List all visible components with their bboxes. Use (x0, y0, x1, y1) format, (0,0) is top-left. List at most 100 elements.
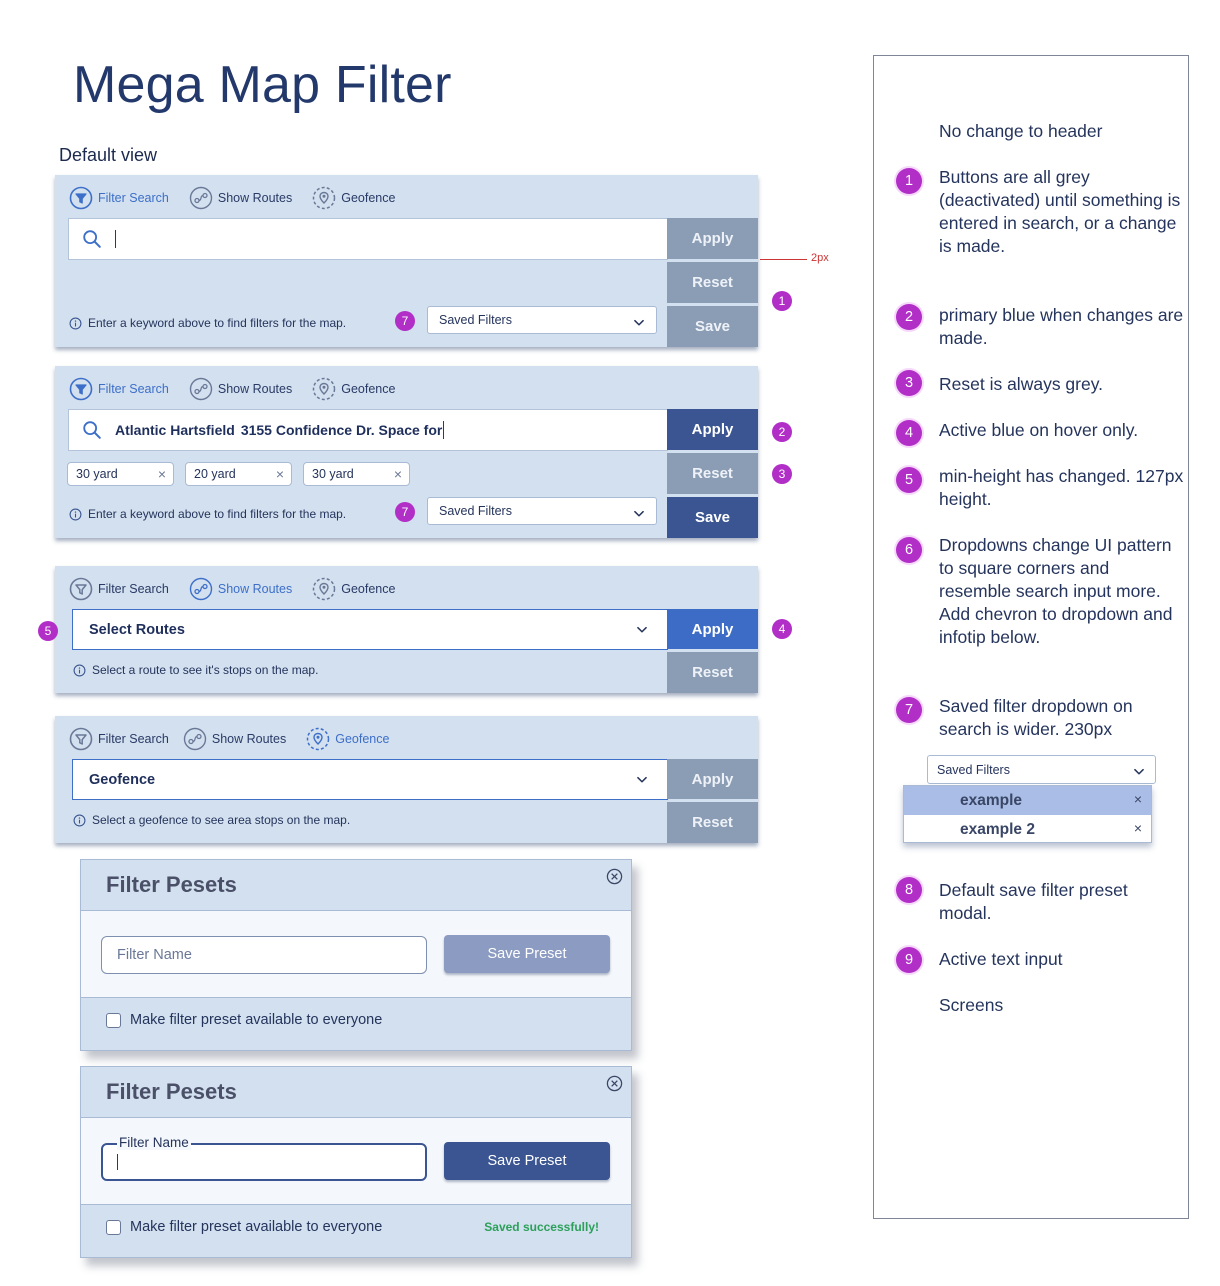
reset-button[interactable]: Reset (667, 453, 758, 494)
tab-filter-search[interactable]: Filter Search (69, 186, 169, 210)
save-preset-button[interactable]: Save Preset (444, 935, 610, 973)
tab-show-routes-label: Show Routes (211, 732, 287, 746)
close-circle-icon[interactable] (606, 868, 623, 885)
apply-button[interactable]: Apply (667, 609, 758, 649)
close-icon[interactable]: × (157, 466, 166, 482)
annotation-badge-4: 4 (772, 619, 792, 639)
share-checkbox-label: Make filter preset available to everyone (130, 1219, 383, 1235)
tab-geofence[interactable]: Geofence (312, 577, 395, 601)
saved-filters-list: example × example 2 × (903, 785, 1152, 843)
info-tip: Select a route to see it's stops on the … (73, 663, 318, 677)
info-tip: Enter a keyword above to find filters fo… (69, 507, 346, 521)
saved-filters-dropdown[interactable]: Saved Filters (427, 306, 657, 334)
geofence-select[interactable]: Geofence (72, 759, 668, 800)
info-icon (69, 508, 82, 521)
filter-chip[interactable]: 30 yard × (303, 462, 410, 486)
reset-button[interactable]: Reset (667, 802, 758, 843)
page-title: Mega Map Filter (73, 56, 452, 114)
list-item-label: example 2 (960, 820, 1035, 838)
note-3: Reset is always grey. (939, 374, 1104, 394)
reset-button[interactable]: Reset (667, 652, 758, 693)
notes-panel: No change to header 1 Buttons are all gr… (873, 55, 1189, 1219)
tab-geofence[interactable]: Geofence (312, 377, 395, 401)
note-badge-1: 1 (896, 168, 922, 194)
list-item-label: example (960, 791, 1023, 809)
close-icon[interactable]: × (1133, 820, 1142, 836)
tab-geofence-label: Geofence (341, 191, 396, 205)
info-tip-text: Enter a keyword above to find filters fo… (88, 316, 347, 330)
apply-button[interactable]: Apply (667, 759, 758, 799)
share-checkbox[interactable] (106, 1219, 121, 1235)
save-preset-button[interactable]: Save Preset (444, 1142, 610, 1180)
tab-show-routes-label: Show Routes (217, 382, 293, 396)
saved-filters-dropdown-example[interactable]: Saved Filters (927, 755, 1156, 784)
filter-panel-default: Filter Search Show Routes Geofence Apply… (55, 175, 758, 347)
saved-filters-label: Saved Filters (937, 762, 1010, 777)
tab-show-routes[interactable]: Show Routes (189, 186, 292, 210)
annotation-badge-2: 2 (772, 422, 792, 442)
share-checkbox-row[interactable]: Make filter preset available to everyone (106, 1012, 382, 1028)
tab-filter-search[interactable]: Filter Search (69, 727, 169, 751)
tab-filter-search[interactable]: Filter Search (69, 577, 169, 601)
share-checkbox-row[interactable]: Make filter preset available to everyone (106, 1219, 382, 1235)
note-8: Default save filter preset modal. (939, 880, 1128, 923)
geofence-pin-icon (312, 377, 336, 401)
filter-panel-changed: Filter Search Show Routes Geofence Atlan… (55, 366, 758, 538)
filter-funnel-icon (69, 727, 93, 751)
reset-button[interactable]: Reset (667, 262, 758, 303)
apply-button[interactable]: Apply (667, 218, 758, 259)
filter-preset-modal-active: Filter Pesets Filter Name Save Preset Ma… (80, 1066, 632, 1258)
annotation-badge-5: 5 (38, 621, 58, 641)
close-icon[interactable]: × (275, 466, 284, 482)
geofence-pin-icon (306, 727, 330, 751)
routes-icon (189, 186, 213, 210)
close-circle-icon[interactable] (606, 1075, 623, 1092)
info-icon (73, 814, 86, 827)
share-checkbox[interactable] (106, 1012, 121, 1028)
search-icon (81, 419, 103, 441)
routes-select[interactable]: Select Routes (72, 609, 668, 650)
search-input[interactable]: Atlantic Hartsfield 3155 Confidence Dr. … (68, 409, 668, 451)
note-badge-9: 9 (896, 947, 922, 973)
filter-name-placeholder: Filter Name (117, 947, 192, 963)
tab-show-routes-label: Show Routes (217, 582, 293, 596)
tab-geofence[interactable]: Geofence (306, 727, 389, 751)
note-5: min-height has changed. 127px height. (939, 466, 1184, 509)
list-item[interactable]: example 2 × (904, 815, 1151, 844)
apply-button[interactable]: Apply (667, 409, 758, 450)
filter-chip-label: 30 yard (76, 467, 118, 481)
chevron-down-icon (635, 773, 649, 787)
filter-preset-modal-default: Filter Pesets Filter Name Save Preset Ma… (80, 859, 632, 1051)
filter-name-input[interactable]: Filter Name (101, 936, 427, 974)
search-input[interactable] (68, 218, 668, 260)
measure-label: 2px (811, 252, 829, 264)
tab-geofence-label: Geofence (341, 582, 396, 596)
routes-select-value: Select Routes (89, 621, 185, 638)
note-badge-6: 6 (896, 537, 922, 563)
routes-icon (189, 377, 213, 401)
filter-chip[interactable]: 30 yard × (67, 462, 174, 486)
filter-name-input[interactable]: Filter Name (101, 1135, 427, 1181)
geofence-pin-icon (312, 577, 336, 601)
tab-filter-search-label: Filter Search (98, 732, 169, 746)
list-item[interactable]: example × (904, 786, 1151, 815)
text-cursor (443, 421, 445, 439)
save-button[interactable]: Save (667, 497, 758, 538)
saved-filters-dropdown[interactable]: Saved Filters (427, 497, 657, 525)
close-icon[interactable]: × (1133, 791, 1142, 807)
page-subtitle: Default view (59, 145, 158, 165)
tab-geofence[interactable]: Geofence (312, 186, 395, 210)
note-1: Buttons are all grey (deactivated) until… (939, 167, 1181, 256)
note-2: primary blue when changes are made. (939, 305, 1184, 348)
save-button[interactable]: Save (667, 306, 758, 347)
note-badge-8: 8 (896, 877, 922, 903)
filter-chip[interactable]: 20 yard × (185, 462, 292, 486)
tab-show-routes[interactable]: Show Routes (189, 377, 292, 401)
close-icon[interactable]: × (393, 466, 402, 482)
info-tip-text: Select a route to see it's stops on the … (92, 663, 319, 677)
tab-filter-search[interactable]: Filter Search (69, 377, 169, 401)
tab-show-routes[interactable]: Show Routes (183, 727, 286, 751)
info-tip-text: Select a geofence to see area stops on t… (92, 813, 351, 827)
tab-show-routes[interactable]: Show Routes (189, 577, 292, 601)
chevron-down-icon (1132, 765, 1146, 779)
